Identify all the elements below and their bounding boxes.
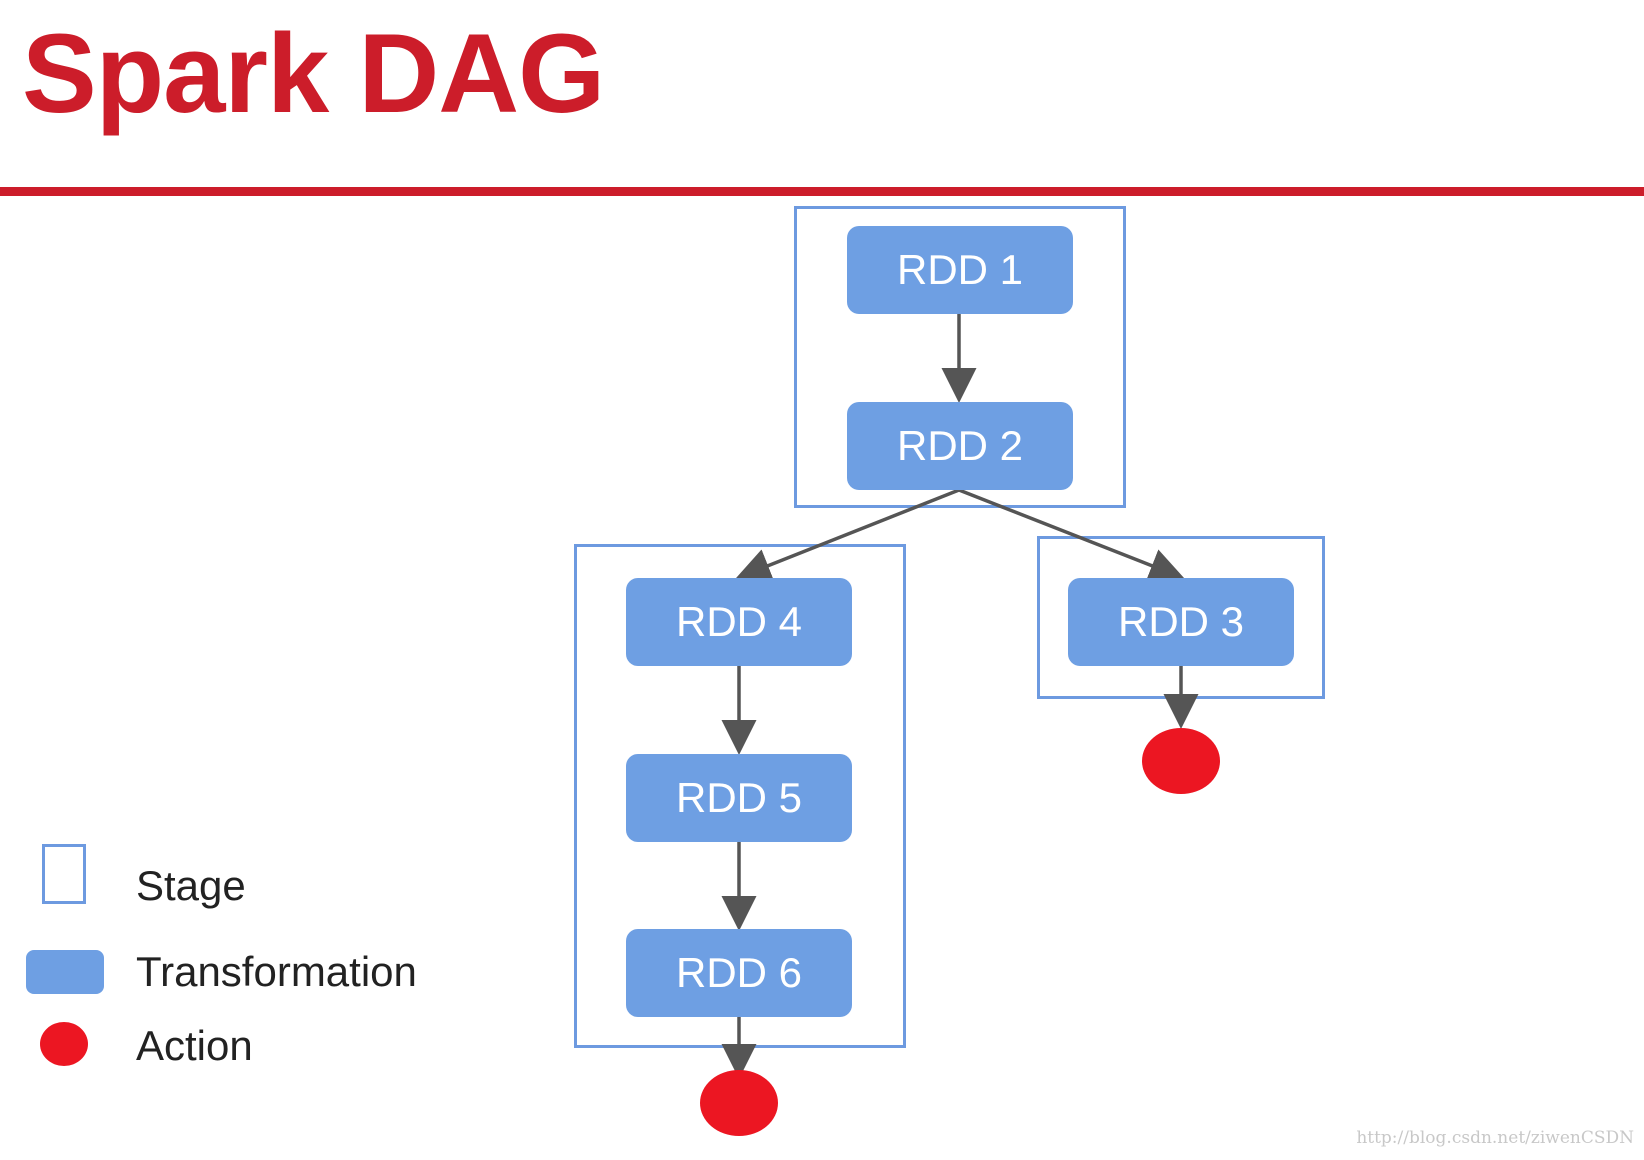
legend-transformation-label: Transformation: [136, 948, 417, 995]
legend-action-icon: [40, 1022, 88, 1066]
action-node-rdd6: [700, 1070, 778, 1136]
rdd-1-node: RDD 1: [847, 226, 1073, 314]
rdd-3-node: RDD 3: [1068, 578, 1294, 666]
title-divider: [0, 187, 1644, 196]
action-node-rdd3: [1142, 728, 1220, 794]
rdd-4-node: RDD 4: [626, 578, 852, 666]
legend-action-label: Action: [136, 1022, 253, 1069]
rdd-2-node: RDD 2: [847, 402, 1073, 490]
rdd-6-node: RDD 6: [626, 929, 852, 1017]
watermark: http://blog.csdn.net/ziwenCSDN: [1356, 1128, 1634, 1148]
legend-transformation-icon: [26, 950, 104, 994]
legend-stage-icon: [42, 844, 86, 904]
rdd-5-node: RDD 5: [626, 754, 852, 842]
page-title: Spark DAG: [22, 11, 605, 136]
legend-stage-label: Stage: [136, 862, 246, 909]
